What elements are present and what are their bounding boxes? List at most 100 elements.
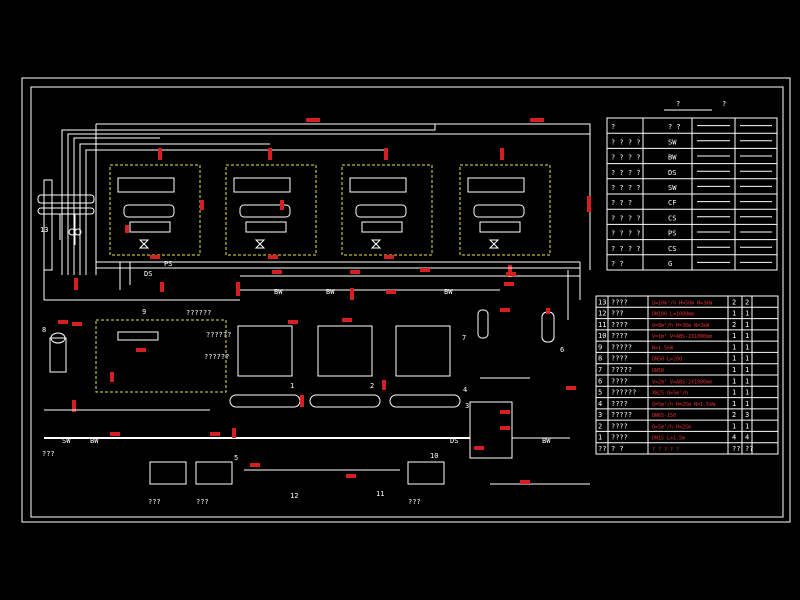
note-left-2: ?????? [206,331,231,339]
legend-row-name: ? ? ? ? [611,230,641,238]
unit-4 [459,164,551,286]
parts-cell-name: ????? [611,411,632,419]
parts-cell-qty: 2 [732,321,736,329]
pipe-code-ps: PS [164,260,172,268]
parts-cell-no: 9 [598,343,602,351]
equipment-label-12: 12 [290,492,298,500]
parts-cell-spec: XW25 Q=5m³/h [652,391,688,397]
parts-cell-spec: DN50 [652,368,664,374]
pipe-code-bw-1: BW [274,288,283,296]
parts-cell-spec: Q=8m³/h H=30m N=3kW [652,323,710,329]
pipe-code-bw-4: BW [90,437,99,445]
parts-cell-name: ??? [611,310,624,318]
parts-cell-mat: ?? [745,445,753,453]
parts-cell-no: 10 [598,332,606,340]
parts-cell-spec: DN100 L=1000mm [652,312,694,318]
note-bottom-2: ??? [196,498,209,506]
legend-row-code: CS [668,214,676,222]
equipment-label-4: 4 [463,386,467,394]
parts-cell-spec: V=2m³ V=ABS-2X1000mm [652,379,712,385]
note-left: ?????? [186,309,211,317]
parts-cell-qty: 1 [732,310,736,318]
top-header-pipes [61,118,591,275]
parts-cell-name: ???? [611,400,628,408]
parts-cell-name: ???? [611,422,628,430]
parts-cell-qty: 1 [732,422,736,430]
parts-cell-mat: 2 [745,298,749,306]
parts-cell-qty: 4 [732,434,736,442]
parts-cell-mat: 1 [745,422,749,430]
legend-row-name: ? ? ? ? [611,154,641,162]
parts-cell-no: 13 [598,298,606,306]
parts-cell-no: 8 [598,355,602,363]
legend-row-code: CF [668,199,676,207]
parts-cell-mat: 1 [745,321,749,329]
parts-cell-name: ?????? [611,389,636,397]
parts-cell-no: 7 [598,366,602,374]
parts-cell-spec: V=1m³ V=ABS-2X1000mm [652,334,712,340]
parts-cell-name: ? ? [611,445,624,453]
legend-row-name: ? ? [611,260,624,268]
equipment-label-13: 13 [40,226,48,234]
equipment-label-8: 8 [42,326,46,334]
parts-cell-spec: DN50 L=200 [652,357,682,363]
equipment-label-6: 6 [560,346,564,354]
equipment-label-5: 5 [234,454,238,462]
equipment-label-2: 2 [370,382,374,390]
parts-cell-spec: ? ? ? ? ? [652,447,679,453]
legend-row-code: G [668,260,672,268]
parts-cell-qty: ?? [732,445,740,453]
equipment-label-3: 3 [465,402,469,410]
parts-cell-qty: 1 [732,377,736,385]
parts-cell-spec: N=1.5kW [652,345,674,351]
outer-frame [21,77,791,523]
parts-cell-name: ????? [611,366,632,374]
legend-row-name: ? ? ? ? [611,184,641,192]
parts-cell-no: 1 [598,434,602,442]
parts-cell-name: ???? [611,355,628,363]
legend-row-name: ? ? ? ? [611,245,641,253]
parts-cell-name: ???? [611,377,628,385]
unit-2 [225,164,317,274]
parts-cell-mat: 1 [745,389,749,397]
parts-cell-qty: 1 [732,343,736,351]
note-left-4: ??? [42,450,55,458]
parts-cell-mat: 4 [745,434,749,442]
note-bottom-3: ??? [408,498,421,506]
legend-table: ? ? ?? ?? ? ? ?SW? ? ? ?BW? ? ? ?DS? ? ?… [606,100,778,271]
equipment-label-9: 9 [142,308,146,316]
legend-title-left: ? [676,100,680,108]
unit-1 [109,164,204,290]
parts-cell-name: ???? [611,434,628,442]
parts-cell-mat: 1 [745,343,749,351]
pipe-code-ds-2: DS [450,437,458,445]
legend-row-name: ? ? ? ? [611,214,641,222]
unit-3 [341,164,433,274]
parts-cell-spec: Q=5m³/h H=25m N=1.5kW [652,402,716,408]
pipe-code-sw: SW [62,437,71,445]
parts-cell-spec: Q=5m³/h H=25m [652,424,691,430]
legend-row-code: ? ? [668,123,681,131]
parts-cell-name: ???? [611,321,628,329]
pipe-code-ds: DS [144,270,152,278]
legend-row-code: SW [668,138,677,146]
legend-row-name: ? [611,123,615,131]
parts-cell-no: 12 [598,310,606,318]
parts-cell-no: 11 [598,321,606,329]
legend-title-right: ? [722,100,726,108]
note-bottom-1: ??? [148,498,161,506]
equipment-label-10: 10 [430,452,438,460]
parts-cell-qty: 2 [732,298,736,306]
legend-row-name: ? ? ? [611,199,632,207]
note-left-3: ?????? [204,353,229,361]
parts-cell-no: 5 [598,389,602,397]
parts-cell-no: 2 [598,422,602,430]
legend-row-code: DS [668,169,676,177]
parts-cell-mat: 1 [745,332,749,340]
legend-row-name: ? ? ? ? [611,138,641,146]
parts-cell-no: ?? [598,445,606,453]
parts-cell-spec: Q=10m³/h H=50m N=3kW [652,300,713,306]
legend-row-code: BW [668,154,677,162]
parts-cell-qty: 1 [732,366,736,374]
